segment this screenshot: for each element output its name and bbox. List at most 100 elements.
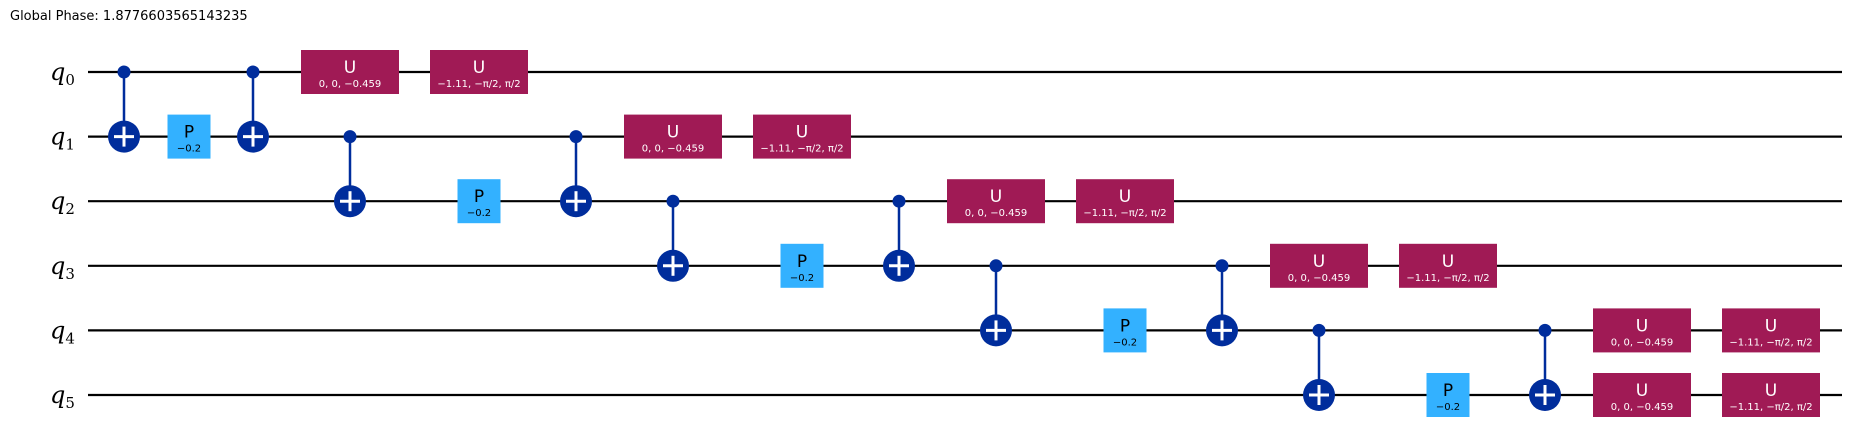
u-gate-params: 0, 0, −0.459 [1611,337,1673,348]
cnot-control-dot [1215,259,1229,273]
cnot-gate [1529,323,1561,411]
p-gate-params: −0.2 [1113,337,1137,348]
p-gate: P−0.2 [1103,308,1147,353]
u-gate-name: U [990,187,1002,207]
p-gate-params: −0.2 [1436,402,1460,413]
u-gate-name: U [796,123,808,143]
qubit-label-0: q0 [50,58,75,89]
p-gate: P−0.2 [457,179,501,224]
u-gate-box [947,179,1045,224]
u-gate-name: U [473,58,485,78]
u-gate-box [1270,243,1368,288]
u-gate: U−1.11, −π/2, π/2 [1076,179,1174,224]
p-gate-name: P [1443,381,1453,401]
cnot-control-dot [117,65,131,79]
u-gate: U0, 0, −0.459 [947,179,1045,224]
u-gate-name: U [1765,381,1777,401]
u-gate: U0, 0, −0.459 [1593,373,1691,417]
qubit-label-index-0: 0 [65,71,75,89]
u-gate-name: U [1313,252,1325,272]
u-gate-params: −1.11, −π/2, π/2 [1083,208,1166,219]
qubit-label-index-2: 2 [65,200,75,218]
u-gate-params: 0, 0, −0.459 [1611,402,1673,413]
cnot-control-dot [343,130,357,144]
u-gate-name: U [1442,252,1454,272]
cnot-gate [560,130,592,218]
qubit-labels: q0 q1 q2 q3 q4 q5 [50,58,75,412]
u-gate-params: −1.11, −π/2, π/2 [1729,337,1812,348]
p-gate-box [780,243,824,288]
u-gate-params: −1.11, −π/2, π/2 [760,144,843,155]
u-gate-name: U [1636,381,1648,401]
u-gate-params: 0, 0, −0.459 [642,144,704,155]
u-gate-box [1593,308,1691,353]
u-gate: U0, 0, −0.459 [624,114,722,159]
qubit-label-index-5: 5 [65,394,75,412]
qubit-label-2: q2 [50,187,75,218]
p-gate-params: −0.2 [467,208,491,219]
p-gate: P−0.2 [1426,373,1470,417]
p-gate-box [167,114,211,159]
cnot-gate [980,259,1012,347]
qubit-label-index-1: 1 [65,136,75,154]
u-gate-box [1722,373,1820,417]
u-gate: U−1.11, −π/2, π/2 [430,50,528,94]
cnot-control-dot [892,194,906,208]
p-gate-box [457,179,501,224]
cnot-gate [657,194,689,282]
p-gate-name: P [1120,316,1130,336]
u-gate-box [1076,179,1174,224]
u-gate-name: U [667,123,679,143]
u-gate-name: U [1636,316,1648,336]
qubit-label-4: q4 [50,316,75,347]
p-gate: P−0.2 [167,114,211,159]
qubit-label-index-4: 4 [65,329,75,347]
u-gate-box [753,114,851,159]
u-gate-box [624,114,722,159]
u-gate-box [1593,373,1691,417]
p-gate-name: P [184,123,194,143]
u-gate-params: 0, 0, −0.459 [319,79,381,90]
u-gate-name: U [344,58,356,78]
qubit-label-3: q3 [50,252,75,283]
p-gate-name: P [474,187,484,207]
qubit-label-1: q1 [50,123,75,154]
p-gate-box [1103,308,1147,353]
u-gate-params: 0, 0, −0.459 [965,208,1027,219]
qubit-label-5: q5 [50,381,75,412]
u-gate: U0, 0, −0.459 [1593,308,1691,353]
u-gate: U0, 0, −0.459 [301,50,399,94]
p-gate-name: P [797,252,807,272]
cnot-gate [1303,323,1335,411]
qubit-label-index-3: 3 [65,265,75,283]
cnot-gate [108,65,140,153]
p-gate: P−0.2 [780,243,824,288]
u-gate: U0, 0, −0.459 [1270,243,1368,288]
cnot-gate [237,65,269,153]
p-gate-params: −0.2 [790,273,814,284]
u-gate-box [301,50,399,94]
u-gate-box [1722,308,1820,353]
u-gate-params: −1.11, −π/2, π/2 [1406,273,1489,284]
u-gate-params: −1.11, −π/2, π/2 [437,79,520,90]
p-gate-params: −0.2 [177,144,201,155]
u-gate-params: −1.11, −π/2, π/2 [1729,402,1812,413]
u-gate: U−1.11, −π/2, π/2 [1399,243,1497,288]
u-gate: U−1.11, −π/2, π/2 [1722,308,1820,353]
u-gate-box [430,50,528,94]
cnot-gate [334,130,366,218]
u-gate: U−1.11, −π/2, π/2 [753,114,851,159]
p-gate-box [1426,373,1470,417]
cnot-control-dot [1538,323,1552,337]
u-gate-box [1399,243,1497,288]
cnot-control-dot [569,130,583,144]
cnot-gate [883,194,915,282]
u-gate-name: U [1765,316,1777,336]
cnot-control-dot [989,259,1003,273]
u-gate-name: U [1119,187,1131,207]
cnot-gate [1206,259,1238,347]
cnot-control-dot [246,65,260,79]
cnot-control-dot [666,194,680,208]
